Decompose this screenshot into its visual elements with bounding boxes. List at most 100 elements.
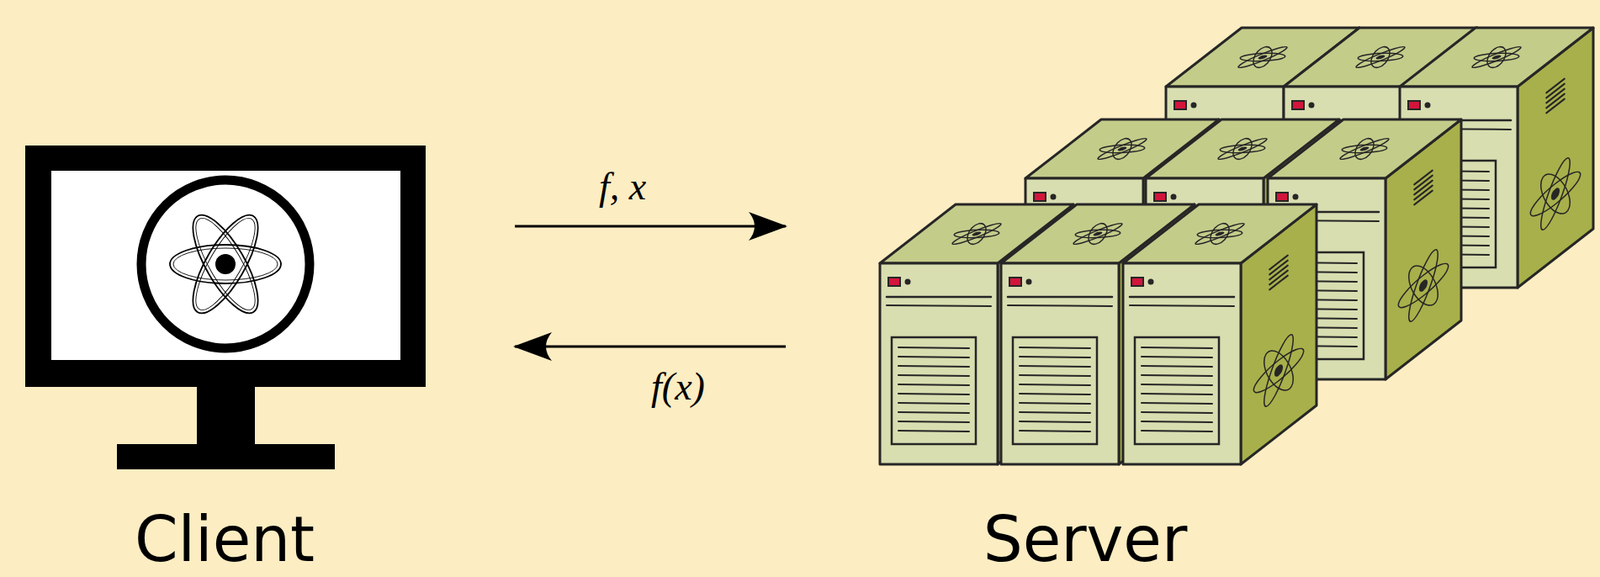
atom-orbit (1336, 136, 1393, 161)
atom-nucleus (1374, 55, 1388, 60)
atom-nucleus (1236, 147, 1250, 152)
power-button (1191, 102, 1198, 109)
vent-line (1546, 99, 1565, 114)
arrow-label: f, x (595, 165, 650, 209)
power-light (1276, 192, 1288, 202)
atom-orbit (1214, 136, 1271, 161)
atom-orbit (1530, 164, 1580, 224)
atom-symbol (1458, 44, 1534, 69)
drive-slot (898, 393, 970, 395)
atom-orbit (1353, 52, 1408, 62)
power-light (1408, 100, 1420, 110)
drive-slot (1019, 393, 1091, 395)
atom-nucleus (1256, 55, 1270, 60)
server-tower (1123, 204, 1317, 465)
atom-orbit (180, 206, 271, 322)
node-label: Server (983, 508, 1188, 571)
atom-orbit (185, 211, 266, 318)
power-light (1174, 100, 1187, 110)
node-label: Client (134, 508, 315, 571)
atom-orbit (1234, 44, 1291, 69)
drive-slot (1141, 347, 1213, 349)
atom-nucleus (215, 254, 236, 275)
drive-slot (1141, 375, 1213, 377)
monitor-neck (196, 385, 255, 446)
node-region: Client (25, 143, 515, 574)
atom-nucleus (970, 232, 984, 237)
power-button (1050, 194, 1057, 201)
drive-slot (1141, 430, 1213, 432)
drive-slot (1019, 365, 1091, 367)
atom-orbit (1208, 221, 1232, 246)
atom-orbit (1095, 144, 1150, 154)
power-button (1148, 279, 1155, 286)
tower-top (1267, 119, 1462, 179)
drive-slot (898, 384, 970, 386)
drive-slot (898, 402, 970, 404)
drive-slot (898, 430, 970, 432)
drive-bay (891, 337, 976, 445)
power-light (1033, 192, 1046, 202)
atom-orbit (1485, 44, 1509, 69)
atom-orbit (180, 206, 271, 322)
atom-symbol (1530, 143, 1580, 245)
atom-symbol (1059, 221, 1135, 246)
arrow-connector (514, 345, 786, 349)
atom-orbit (1086, 221, 1110, 246)
atom-symbol (1253, 319, 1304, 422)
server-cluster (879, 27, 1594, 465)
power-button (1292, 194, 1299, 201)
atom-symbol (1326, 136, 1402, 161)
atom-nucleus (1358, 147, 1372, 152)
drive-slot (898, 375, 970, 377)
atom-orbit (1215, 144, 1270, 154)
atom-orbit (1535, 157, 1575, 231)
panel-line (1007, 305, 1113, 307)
atom-orbit (1369, 44, 1393, 69)
atom-nucleus (1490, 55, 1504, 60)
atom-symbol (1224, 44, 1300, 69)
power-button (905, 279, 912, 286)
atom-nucleus (1213, 232, 1227, 237)
drive-slot (1019, 402, 1091, 404)
power-light (1131, 277, 1144, 287)
atom-ring (141, 180, 310, 349)
atom-orbit (1337, 144, 1392, 154)
drive-slot (1141, 393, 1213, 395)
drive-slot (1019, 347, 1091, 349)
atom-symbol (938, 221, 1014, 246)
atom-orbit (1258, 333, 1299, 408)
atom-orbit (1398, 255, 1448, 316)
atom-orbit (1070, 221, 1126, 246)
atom-orbit (1403, 249, 1443, 323)
panel-line (886, 305, 991, 307)
panel-line (1129, 305, 1235, 307)
atom-orbit (1253, 340, 1304, 401)
drive-slot (898, 365, 970, 367)
tower-top (1123, 204, 1317, 264)
drive-slot (898, 347, 970, 349)
atom-orbit (1468, 44, 1525, 69)
arrow-label: f(x) (647, 365, 709, 409)
power-button (1425, 102, 1431, 109)
atom-orbit (1469, 52, 1524, 62)
drive-slot (898, 421, 970, 423)
drive-slot (1019, 421, 1091, 423)
atom-nucleus (1091, 232, 1105, 237)
panel-line (1129, 296, 1235, 299)
drive-slot (1019, 430, 1091, 432)
atom-symbol (169, 206, 281, 322)
drive-slot (1141, 384, 1213, 386)
atom-orbit (1353, 136, 1377, 161)
atom-orbit (1192, 221, 1248, 246)
atom-orbit (173, 248, 278, 281)
drive-slot (898, 412, 970, 414)
power-button (1026, 279, 1033, 286)
drive-slot (1141, 412, 1213, 414)
drive-slot (1019, 412, 1091, 414)
atom-orbit (1192, 229, 1247, 239)
power-light (1154, 192, 1166, 202)
tower-top (1399, 27, 1594, 87)
